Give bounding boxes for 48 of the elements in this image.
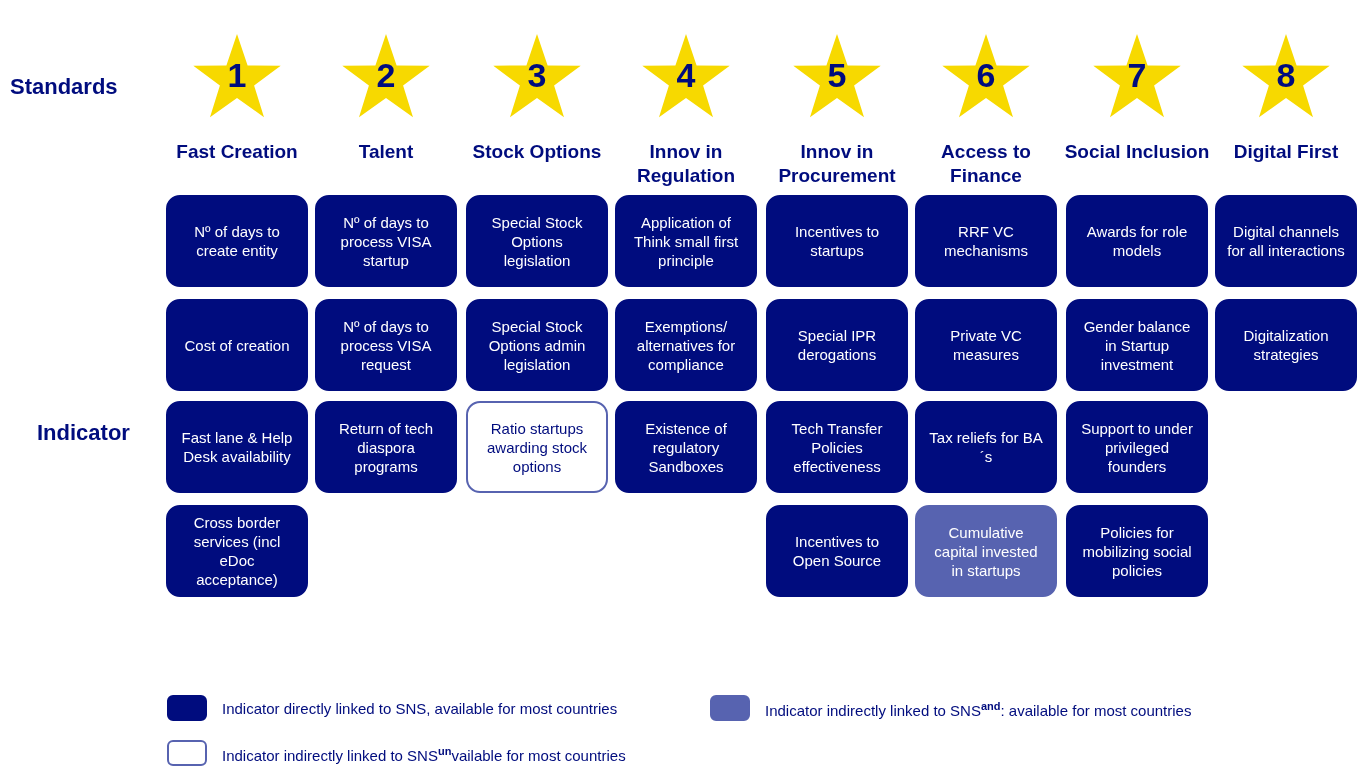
indicator-box: Nº of days to create entity	[166, 195, 308, 287]
indicator-box: Existence of regulatory Sandboxes	[615, 401, 757, 493]
standard-number: 6	[975, 58, 997, 92]
standard-number: 3	[526, 58, 548, 92]
column-heading: Digital First	[1232, 140, 1340, 164]
indicator-box: Tax reliefs for BA´s	[915, 401, 1057, 493]
indicator-box: Digital channels for all interactions	[1215, 195, 1357, 287]
indicator-box: Tech Transfer Policies effectiveness	[766, 401, 908, 493]
indicator-box: Incentives to startups	[766, 195, 908, 287]
indicator-box: Cumulative capital invested in startups	[915, 505, 1057, 597]
indicator-box: Special IPR derogations	[766, 299, 908, 391]
standard-number: 4	[675, 58, 697, 92]
row-label: Standards	[10, 74, 118, 100]
column-heading: Innov in Regulation	[635, 140, 737, 188]
standard-number: 5	[826, 58, 848, 92]
indicator-box: Application of Think small first principle	[615, 195, 757, 287]
column-heading: Fast Creation	[175, 140, 299, 164]
column-heading: Access to Finance	[940, 140, 1032, 188]
indicator-box: Policies for mobilizing social policies	[1066, 505, 1208, 597]
indicator-box: Special Stock Options admin legislation	[466, 299, 608, 391]
legend-text: Indicator directly linked to SNS, available for most countries	[222, 700, 618, 717]
indicator-box: Cross border services (incl eDoc acceptance)	[166, 505, 308, 597]
column-heading: Talent	[357, 140, 415, 164]
column-heading: Social Inclusion	[1063, 140, 1211, 164]
indicator-box: Support to under privileged founders	[1066, 401, 1208, 493]
standard-number: 2	[375, 58, 397, 92]
indicator-box: Gender balance in Startup investment	[1066, 299, 1208, 391]
legend-text: Indicator indirectly linked to SNS$^{un}$vailable for most countries	[222, 745, 626, 764]
indicator-box: Cost of creation	[166, 299, 308, 391]
indicator-box: Nº of days to process VISA request	[315, 299, 457, 391]
indicator-box: Private VC measures	[915, 299, 1057, 391]
indicator-box: RRF VC mechanisms	[915, 195, 1057, 287]
indicator-box: Ratio startups awarding stock options	[466, 401, 608, 493]
standard-number: 8	[1275, 58, 1297, 92]
indicator-box: Digitalization strategies	[1215, 299, 1357, 391]
column-heading: Stock Options	[471, 140, 603, 164]
indicator-box: Incentives to Open Source	[766, 505, 908, 597]
indicator-box: Awards for role models	[1066, 195, 1208, 287]
indicator-box: Exemptions/ alternatives for compliance	[615, 299, 757, 391]
column-heading: Innov in Procurement	[777, 140, 897, 188]
indicator-box: Nº of days to process VISA startup	[315, 195, 457, 287]
standard-number: 1	[226, 58, 248, 92]
row-label: Indicator	[37, 420, 130, 446]
standard-number: 7	[1126, 58, 1148, 92]
indicator-box: Special Stock Options legislation	[466, 195, 608, 287]
indicator-box: Fast lane & Help Desk availability	[166, 401, 308, 493]
legend-text: Indicator indirectly linked to SNS$^{and}$: available for most countries	[765, 700, 1192, 719]
indicator-box: Return of tech diaspora programs	[315, 401, 457, 493]
